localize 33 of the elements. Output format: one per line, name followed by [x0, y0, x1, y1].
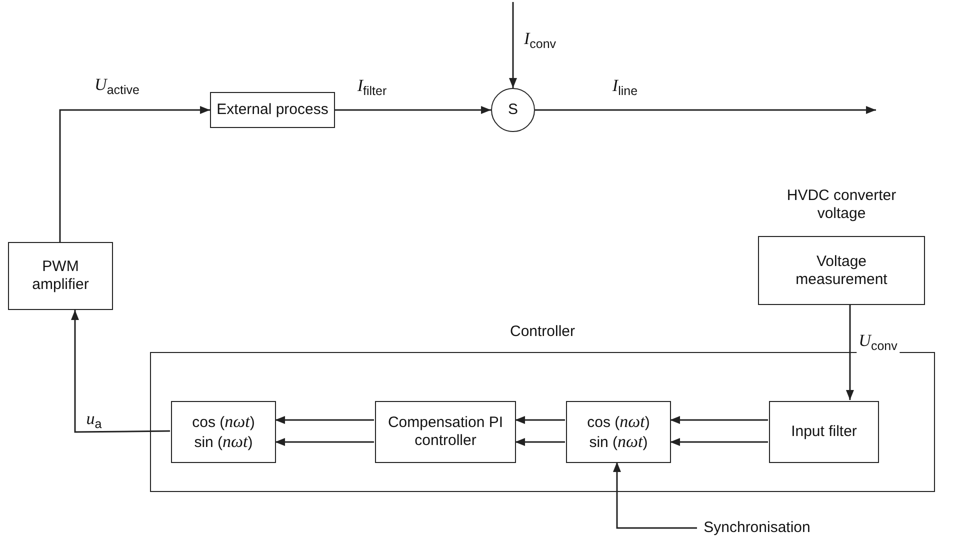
block-text: sin (nωt)	[588, 432, 649, 452]
block-text: Voltage measurement	[794, 252, 888, 288]
arrow	[335, 106, 491, 114]
arrow	[612, 462, 697, 529]
annotation-text: Synchronisation	[704, 519, 810, 537]
summing-junction	[491, 88, 535, 132]
amplifier-box	[8, 242, 113, 310]
arrow	[670, 438, 768, 446]
caption-text: HVDC converter voltage	[786, 187, 898, 223]
block-text: External process	[216, 101, 330, 119]
arrow	[509, 2, 517, 88]
block-text: cos (nωt)	[586, 412, 651, 432]
trig-block	[171, 401, 276, 463]
arrow	[275, 416, 374, 424]
arrow	[71, 310, 170, 433]
block-text: sin (nωt)	[193, 432, 254, 452]
arrow	[670, 416, 768, 424]
block-text: S	[508, 101, 518, 119]
filter-block	[769, 401, 879, 463]
arrow	[535, 106, 876, 114]
arrow	[515, 416, 565, 424]
frame-title: Controller	[510, 323, 576, 340]
trig-block	[566, 401, 671, 463]
arrow	[59, 106, 210, 242]
block-text: Compensation PI controller	[386, 414, 504, 450]
block-text: PWM amplifier	[31, 258, 90, 294]
block-text: cos (nωt)	[191, 412, 256, 432]
arrow	[275, 438, 374, 446]
process-box	[210, 92, 335, 128]
arrow	[515, 438, 565, 446]
arrow	[846, 305, 854, 400]
controller-block	[375, 401, 516, 463]
block-text: Input filter	[790, 423, 858, 441]
